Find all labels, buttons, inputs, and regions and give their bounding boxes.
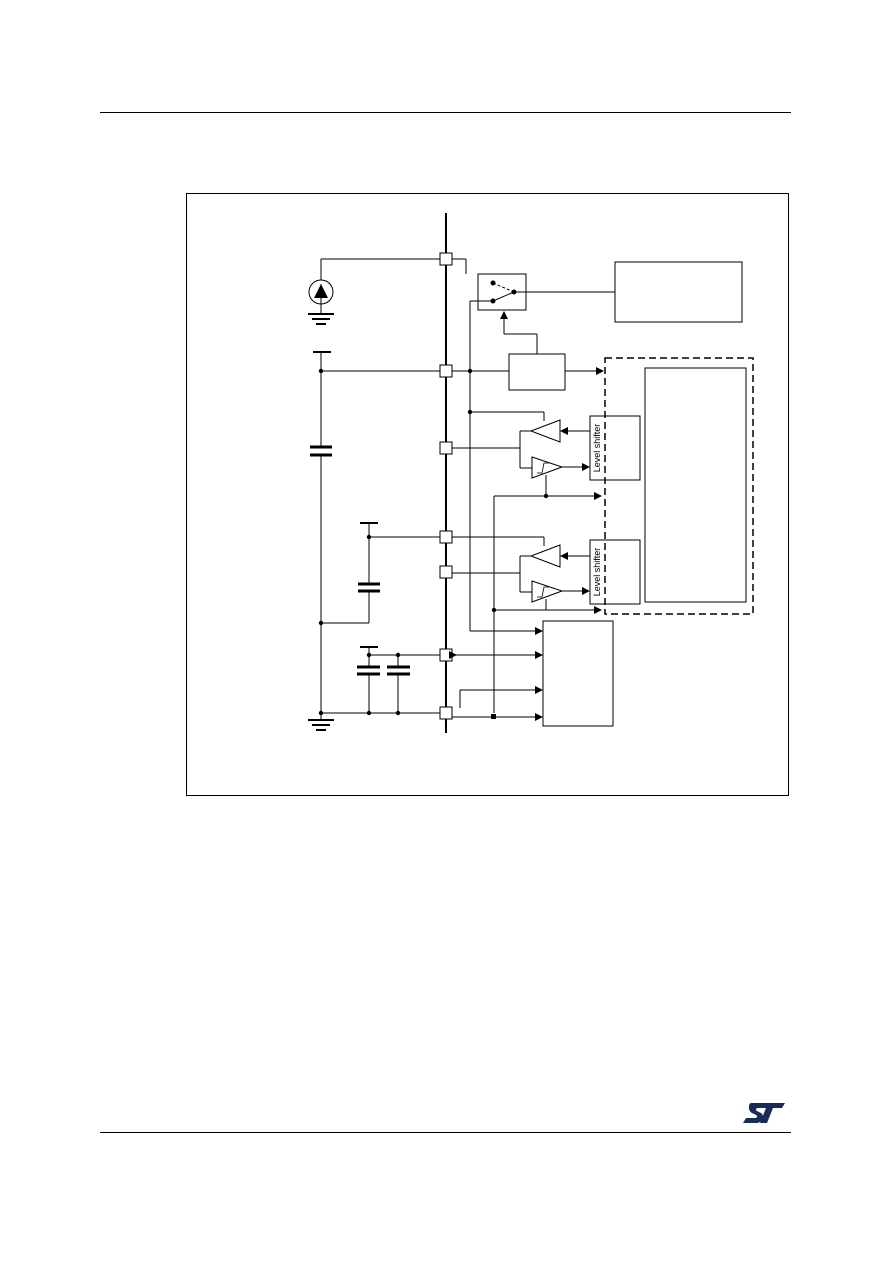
pin-io-1 [439,441,453,455]
st-logo-icon [743,1103,785,1123]
backup-domain-block [614,261,743,323]
footer-rule [100,1132,791,1133]
core-domain-dashed-box [604,357,754,615]
level-shifter-2-label: Level shifter [592,548,602,597]
analog-block [542,620,614,727]
pin-vdda [439,530,453,544]
pin-vref [439,648,453,662]
level-shifter-2-block [589,539,641,605]
figure-frame [186,193,789,796]
pin-io-2 [439,565,453,579]
header-rule [100,112,791,113]
core-logic-block [644,367,747,603]
pin-vdd [439,364,453,378]
pin-vbat [439,252,453,266]
power-supply-schematic: Level shifter Level shifter [308,213,754,733]
level-shifter-1-block [589,415,641,481]
pin-vss [439,706,453,720]
level-shifter-1-label: Level shifter [592,424,602,473]
voltage-regulator-block [508,353,566,391]
